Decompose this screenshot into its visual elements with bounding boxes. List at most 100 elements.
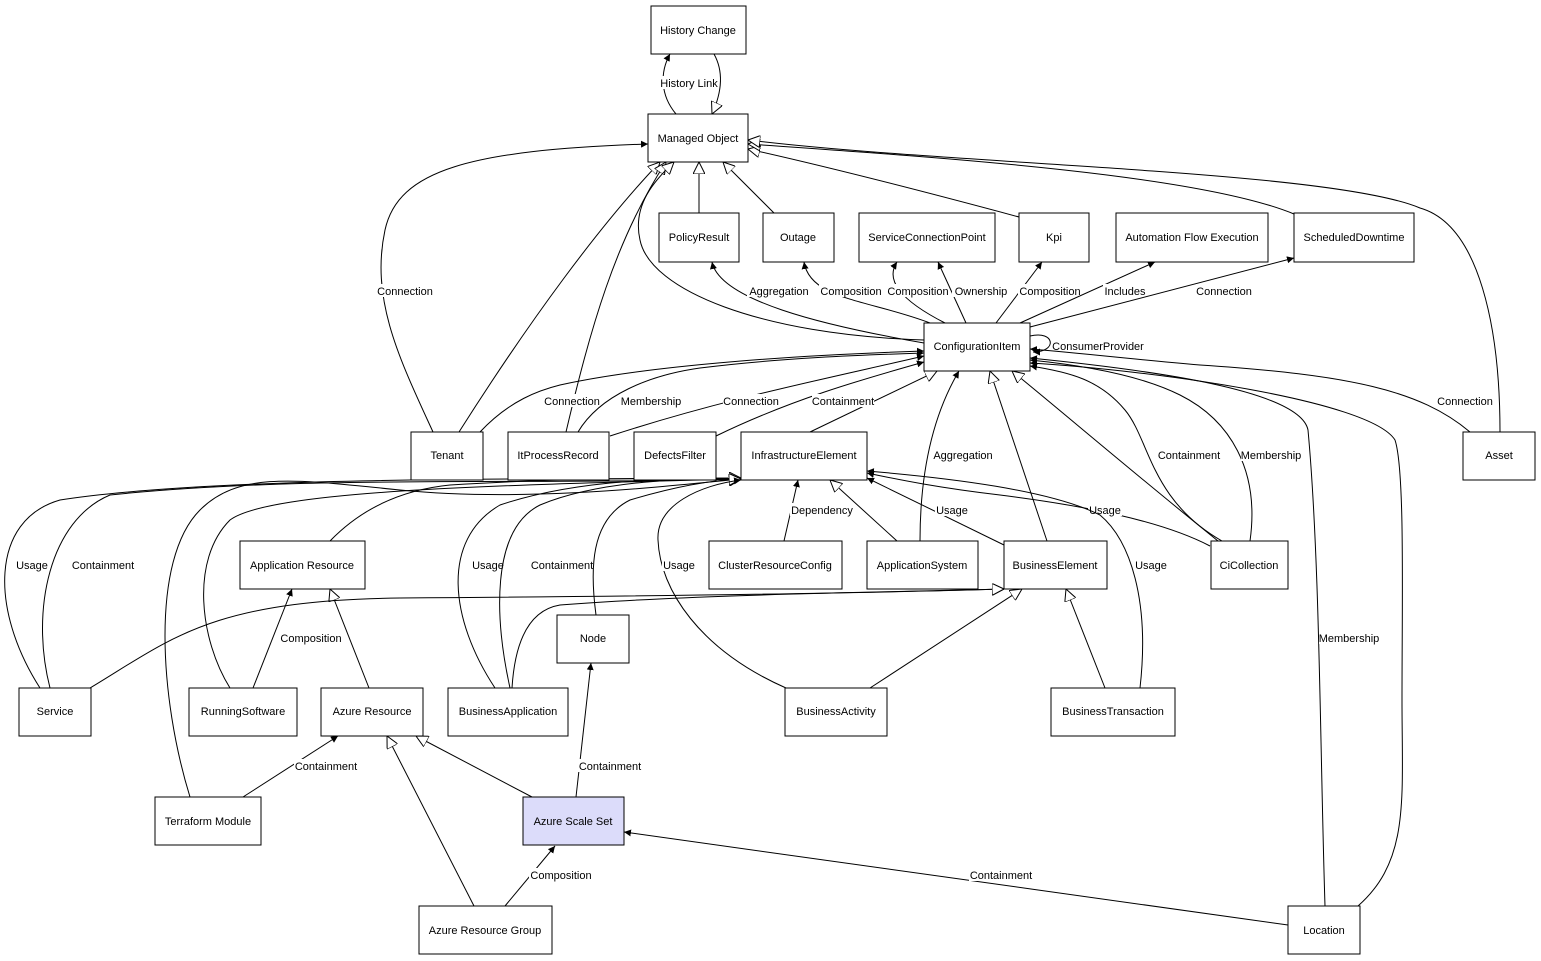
- edge-businesstransaction-usage-infra: Usage: [866, 468, 1168, 689]
- edge-ci-composition-outage: Composition: [801, 261, 931, 324]
- edge-scheduleddowntime-inherit-managed-object: [748, 144, 1295, 215]
- node-business-transaction[interactable]: BusinessTransaction: [1050, 687, 1176, 737]
- edge-label-ci-consumerprovider: ConsumerProvider: [1052, 341, 1144, 353]
- edge-label-cicol-containment-ci: Containment: [1158, 450, 1220, 462]
- node-label: ServiceConnectionPoint: [868, 232, 985, 244]
- node-configuration-item[interactable]: ConfigurationItem: [923, 322, 1031, 372]
- edge-businesselement-inherit-ci: [990, 371, 1048, 542]
- node-infrastructure-element[interactable]: InfrastructureElement: [740, 431, 868, 481]
- node-terraform-module[interactable]: Terraform Module: [154, 796, 262, 846]
- edge-ci-composition-scp: Composition: [886, 261, 950, 324]
- node-it-process-record[interactable]: ItProcessRecord: [507, 431, 610, 481]
- node-label: BusinessTransaction: [1062, 706, 1164, 718]
- node-ci-collection[interactable]: CiCollection: [1210, 540, 1289, 590]
- edge-location-containment-scaleset: Containment: [623, 829, 1289, 926]
- edge-runningsoftware-inherit-infra: [203, 479, 741, 689]
- edge-businesselement-usage-infra: Usage: [866, 477, 1005, 546]
- edge-applicationsystem-inherit-infra: [830, 480, 898, 542]
- node-application-resource[interactable]: Application Resource: [239, 540, 366, 590]
- node-label: Managed Object: [658, 133, 739, 145]
- node-business-element[interactable]: BusinessElement: [1003, 540, 1108, 590]
- edge-label-asset-connection-ci: Connection: [1437, 396, 1493, 408]
- node-tenant[interactable]: Tenant: [410, 431, 484, 481]
- node-label: Automation Flow Execution: [1125, 232, 1258, 244]
- node-label: Kpi: [1046, 232, 1062, 244]
- node-service-connection-point[interactable]: ServiceConnectionPoint: [858, 212, 996, 263]
- node-location[interactable]: Location: [1287, 905, 1361, 955]
- edge-kpi-inherit-managed-object: [748, 149, 1020, 218]
- node-label: BusinessActivity: [796, 706, 876, 718]
- node-running-software[interactable]: RunningSoftware: [188, 687, 298, 737]
- edge-tenant-inherit-managed-object: [458, 162, 660, 433]
- edge-businessactivity-inherit-businesselement: [869, 589, 1022, 689]
- edge-history-link: History Link: [659, 53, 719, 115]
- edge-ci-connection-scheduleddowntime: Connection: [1029, 256, 1295, 328]
- edge-infrastructure-inherit-ci: Containment: [809, 371, 937, 433]
- node-label: InfrastructureElement: [751, 450, 856, 462]
- node-defects-filter[interactable]: DefectsFilter: [633, 431, 717, 481]
- edge-label-ci-connection-sched: Connection: [1196, 286, 1252, 298]
- edge-label-bizact-usage-infra: Usage: [663, 560, 695, 572]
- node-label: ItProcessRecord: [517, 450, 598, 462]
- edge-label-scaleset-containment-node: Containment: [579, 761, 641, 773]
- node-azure-scale-set[interactable]: Azure Scale Set: [522, 796, 625, 846]
- edge-tenant-connection-ci: Connection: [479, 347, 925, 433]
- edge-scaleset-containment-node: Containment: [575, 662, 642, 798]
- node-outage[interactable]: Outage: [762, 212, 835, 263]
- edge-resourcegroup-inherit-azureresource: [387, 736, 475, 907]
- edge-asset-inherit-managed-object: [748, 140, 1501, 433]
- edge-label-ci-aggregation-policyresult: Aggregation: [749, 286, 808, 298]
- edge-label-tenant-connection-ci: Connection: [544, 396, 600, 408]
- node-label: Service: [37, 706, 74, 718]
- edge-scaleset-inherit-azureresource: [416, 736, 533, 798]
- node-policy-result[interactable]: PolicyResult: [658, 212, 740, 263]
- edge-label-terraform-containment-azres: Containment: [295, 761, 357, 773]
- node-label: History Change: [660, 25, 736, 37]
- edge-label-running-composition-appres: Composition: [280, 633, 341, 645]
- edge-cicollection-usage-infra: Usage: [866, 471, 1211, 547]
- edge-cicollection-inherit-ci: [1012, 371, 1219, 542]
- edge-label-bizapp-containment-infra: Containment: [531, 560, 593, 572]
- node-label: ApplicationSystem: [877, 560, 968, 572]
- node-business-activity[interactable]: BusinessActivity: [784, 687, 888, 737]
- edge-service-usage-infra: Usage: [4, 475, 741, 689]
- edge-service-containment-infra: Containment: [42, 475, 741, 689]
- node-kpi[interactable]: Kpi: [1018, 212, 1090, 263]
- edge-ci-includes-automation-flow: Includes: [1019, 261, 1156, 324]
- node-label: Azure Resource: [333, 706, 412, 718]
- edge-ci-composition-kpi: Composition: [995, 261, 1082, 324]
- node-asset[interactable]: Asset: [1462, 431, 1536, 481]
- edge-managed-object-history-inherit: [712, 53, 721, 114]
- node-business-application[interactable]: BusinessApplication: [447, 687, 569, 737]
- edge-label-itprocess-membership-ci: Membership: [621, 396, 682, 408]
- edge-label-cluster-dependency-infra: Dependency: [791, 505, 853, 517]
- node-label: Azure Scale Set: [534, 816, 613, 828]
- node-label: CiCollection: [1220, 560, 1279, 572]
- edge-itprocess-inherit-managed-object: [565, 162, 666, 433]
- edge-label-bizapp-usage-infra: Usage: [472, 560, 504, 572]
- node-service[interactable]: Service: [18, 687, 92, 737]
- node-label: Node: [580, 633, 606, 645]
- edge-label-appsys-aggregation-ci: Aggregation: [933, 450, 992, 462]
- node-label: Terraform Module: [165, 816, 251, 828]
- edge-label-location-membership-ci: Membership: [1319, 633, 1380, 645]
- node-label: Asset: [1485, 450, 1513, 462]
- node-node[interactable]: Node: [556, 614, 630, 664]
- node-azure-resource[interactable]: Azure Resource: [320, 687, 424, 737]
- edge-label-bizel-usage-infra: Usage: [936, 505, 968, 517]
- node-scheduled-downtime[interactable]: ScheduledDowntime: [1293, 212, 1415, 263]
- edge-location-to-ci: [1029, 359, 1403, 907]
- node-cluster-resource-config[interactable]: ClusterResourceConfig: [708, 540, 843, 590]
- node-managed-object[interactable]: Managed Object: [647, 113, 749, 163]
- node-label: BusinessApplication: [459, 706, 557, 718]
- node-automation-flow-execution[interactable]: Automation Flow Execution: [1115, 212, 1269, 263]
- edge-businesstransaction-inherit-businesselement: [1066, 589, 1106, 689]
- edge-label-ci-ownership-scp: Ownership: [955, 286, 1008, 298]
- edge-label-location-containment-scaleset: Containment: [970, 870, 1032, 882]
- edge-azureresource-inherit-appresource: [330, 589, 370, 689]
- node-history-change[interactable]: History Change: [650, 5, 747, 55]
- edge-label-ci-includes-afe: Includes: [1105, 286, 1146, 298]
- node-azure-resource-group[interactable]: Azure Resource Group: [418, 905, 553, 955]
- node-application-system[interactable]: ApplicationSystem: [866, 540, 979, 590]
